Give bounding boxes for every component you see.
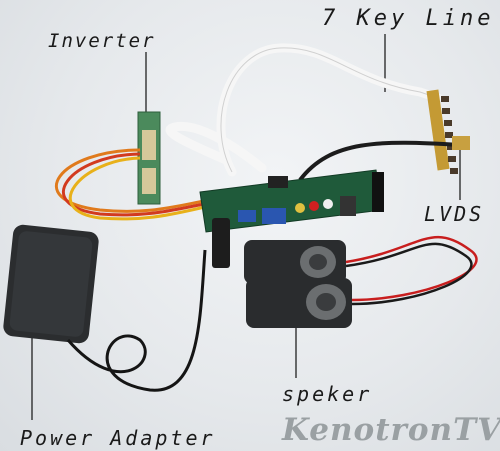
lvds-connector <box>452 136 470 150</box>
speaker-wires <box>345 235 478 306</box>
power-adapter <box>3 224 99 344</box>
controller-board <box>199 169 384 233</box>
ribbon-edge <box>220 47 439 173</box>
key-board <box>426 89 458 174</box>
ir-receiver <box>212 218 230 268</box>
key-line-ribbon <box>165 43 443 177</box>
speaker-top <box>244 240 346 284</box>
speaker-label: speker <box>282 382 373 406</box>
lvds-label: LVDS <box>424 202 485 226</box>
key-line-label: 7 Key Line <box>322 6 495 31</box>
inverter-board <box>137 111 161 205</box>
watermark: KenotronTV <box>282 412 500 448</box>
lvds-cable <box>298 140 461 182</box>
inverter-label: Inverter <box>48 30 156 52</box>
inverter-wires <box>54 148 211 221</box>
adapter-cable <box>66 249 207 392</box>
power-adapter-label: Power Adapter <box>20 426 216 450</box>
speaker-bottom <box>246 278 352 328</box>
